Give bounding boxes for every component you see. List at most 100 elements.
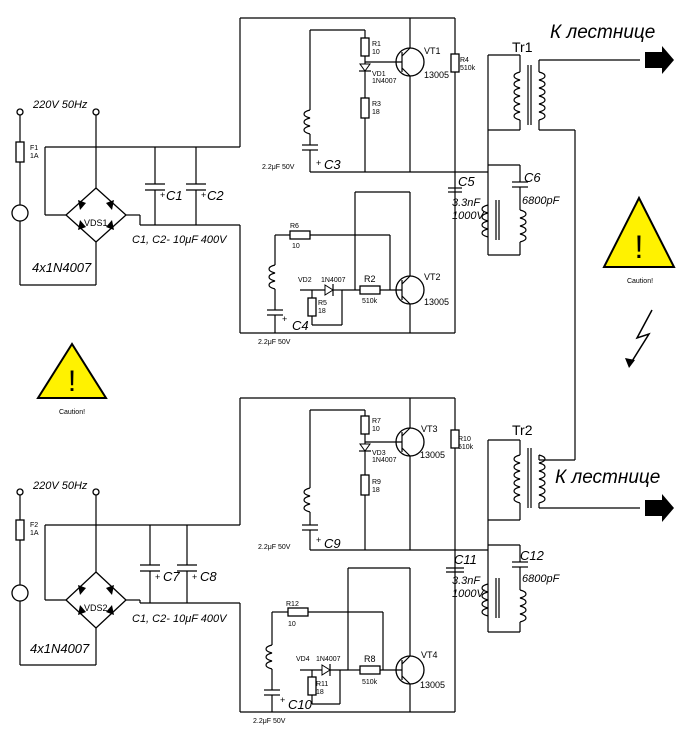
svg-text:C5: C5 [458, 174, 475, 189]
svg-text:1N4007: 1N4007 [372, 457, 397, 464]
capacitor-c7 [140, 525, 160, 603]
vt3-ref: VT3 [421, 424, 438, 434]
capacitor-c2 [186, 147, 206, 225]
bridge-ref-2: VDS2 [84, 603, 108, 613]
svg-text:R3: R3 [372, 101, 381, 108]
warning-sign-right: ! Caution! [602, 195, 676, 285]
svg-text:2.2μF 50V: 2.2μF 50V [258, 339, 291, 346]
svg-text:510k: 510k [458, 444, 474, 451]
warning-sign-left: ! Caution! [36, 342, 108, 416]
vt1-value: 13005 [424, 70, 449, 80]
c10-label: C10 [288, 697, 313, 712]
svg-text:2.2μF 50V: 2.2μF 50V [253, 718, 286, 725]
cap-note-1: C1, C2- 10μF 400V [132, 234, 228, 246]
svg-text:R8: R8 [364, 654, 376, 664]
diode-bridge-1 [65, 187, 127, 243]
output-arrow-1 [645, 46, 674, 74]
svg-text:C12: C12 [520, 548, 545, 563]
output-arrow-2 [645, 494, 674, 522]
svg-text:R2: R2 [364, 274, 376, 284]
vt3-value: 13005 [420, 450, 445, 460]
capacitor-c1 [145, 147, 165, 225]
svg-text:R9: R9 [372, 479, 381, 486]
svg-text:R10: R10 [458, 436, 471, 443]
svg-text:1N4007: 1N4007 [321, 277, 346, 284]
c8-label: C8 [200, 569, 217, 584]
exclamation-icon: ! [635, 229, 644, 265]
svg-text:+: + [201, 190, 206, 200]
svg-text:6800pF: 6800pF [522, 195, 561, 207]
svg-text:VD2: VD2 [298, 277, 312, 284]
svg-text:2.2μF 50V: 2.2μF 50V [258, 544, 291, 551]
mains-input-2 [11, 488, 100, 666]
svg-text:3.3nF: 3.3nF [452, 197, 481, 209]
c7-label: C7 [163, 569, 180, 584]
mains-label-1: 220V 50Hz [32, 99, 88, 111]
svg-text:510k: 510k [460, 65, 476, 72]
svg-text:18: 18 [372, 487, 380, 494]
tr2-label: Tr2 [512, 422, 533, 438]
svg-text:10: 10 [372, 426, 380, 433]
svg-text:6800pF: 6800pF [522, 573, 561, 585]
c1-label: C1 [166, 188, 183, 203]
svg-text:1000V: 1000V [452, 210, 485, 222]
svg-text:510k: 510k [362, 298, 378, 305]
caution-caption-right: Caution! [627, 278, 653, 285]
exclamation-icon: ! [68, 365, 76, 398]
svg-text:R5: R5 [318, 300, 327, 307]
svg-text:R7: R7 [372, 418, 381, 425]
output-label-2: К лестнице [555, 467, 660, 488]
caution-caption-left: Caution! [59, 409, 85, 416]
bridge-diodes-2: 4x1N4007 [30, 641, 90, 656]
svg-text:18: 18 [372, 109, 380, 116]
c4-label: C4 [292, 318, 309, 333]
top-circuit: 220V 50Hz F1 1A VDS1 4x1N4007 [11, 17, 674, 346]
svg-text:VD1: VD1 [372, 71, 386, 78]
svg-text:R6: R6 [290, 223, 299, 230]
fuse-value-1: 1A [30, 153, 39, 160]
c3-label: C3 [324, 157, 341, 172]
cap-note-2: C1, C2- 10μF 400V [132, 613, 228, 625]
fuse-value-2: 1A [30, 530, 39, 537]
capacitor-c8 [177, 525, 197, 603]
svg-text:R11: R11 [316, 681, 328, 688]
bridge-diodes-1: 4x1N4007 [32, 260, 92, 275]
svg-text:C11: C11 [454, 552, 477, 567]
vt4-ref: VT4 [421, 650, 438, 660]
svg-text:R1: R1 [372, 41, 381, 48]
svg-text:C6: C6 [524, 170, 541, 185]
c2-label: C2 [207, 188, 224, 203]
svg-text:+: + [160, 190, 165, 200]
bridge-ref-1: VDS1 [84, 218, 108, 228]
svg-text:10: 10 [372, 49, 380, 56]
svg-text:1N4007: 1N4007 [372, 78, 397, 85]
diode-bridge-2 [65, 571, 127, 629]
svg-text:+: + [316, 535, 321, 545]
svg-text:+: + [192, 572, 197, 582]
svg-text:R12: R12 [286, 601, 299, 608]
lightning-icon [625, 309, 653, 368]
svg-text:10: 10 [292, 243, 300, 250]
svg-text:+: + [155, 572, 160, 582]
mains-label-2: 220V 50Hz [32, 480, 88, 492]
svg-text:+: + [316, 158, 321, 168]
svg-text:+: + [282, 314, 287, 324]
svg-text:VD3: VD3 [372, 450, 386, 457]
vt4-value: 13005 [420, 680, 445, 690]
svg-text:18: 18 [316, 689, 324, 696]
svg-text:+: + [280, 695, 285, 705]
mains-input-1 [11, 108, 100, 286]
svg-text:R4: R4 [460, 57, 469, 64]
svg-text:10: 10 [288, 621, 296, 628]
c9-label: C9 [324, 536, 341, 551]
svg-text:VD4: VD4 [296, 656, 310, 663]
vt2-ref: VT2 [424, 272, 441, 282]
svg-text:18: 18 [318, 308, 326, 315]
svg-text:1N4007: 1N4007 [316, 656, 341, 663]
vt2-value: 13005 [424, 297, 449, 307]
svg-text:3.3nF: 3.3nF [452, 575, 481, 587]
output-label-1: К лестнице [550, 22, 655, 43]
vt1-ref: VT1 [424, 46, 441, 56]
tr1-label: Tr1 [512, 39, 533, 55]
